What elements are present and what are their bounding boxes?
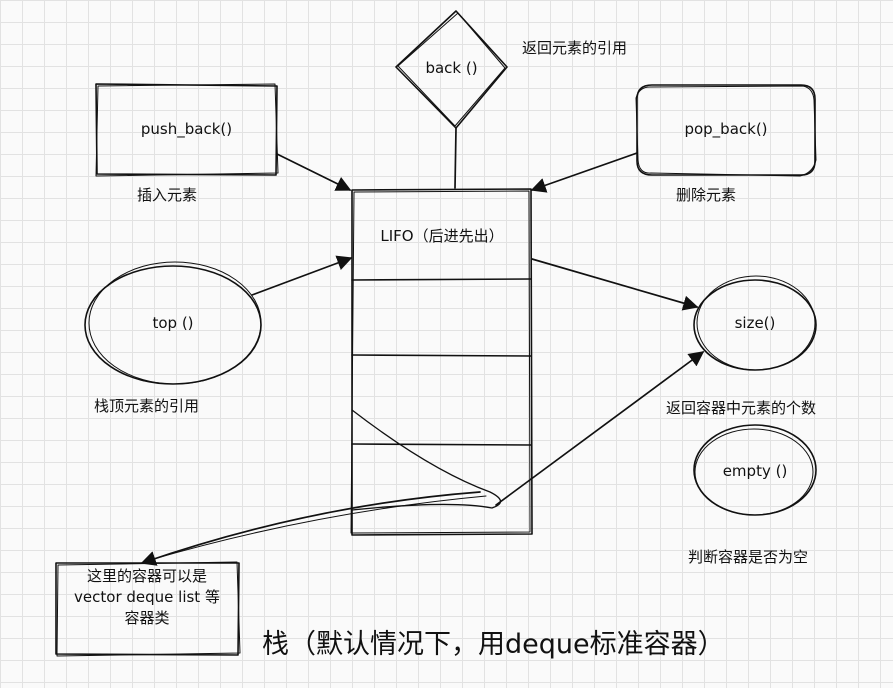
empty-label: empty () [722,462,788,480]
stack-divider-3 [351,443,532,446]
top-ellipse [84,261,262,385]
top-arrow [251,255,353,296]
container-note-line-2: vector deque list 等 [74,588,220,606]
container-note-line-3: 容器类 [124,609,170,627]
back-caption: 返回元素的引用 [522,39,628,57]
top-label: top () [152,314,194,332]
stack-divider-1 [351,278,532,281]
push-back-box [95,83,279,177]
stack-divider-2 [351,354,532,357]
stack-header: LIFO（后进先出） [380,227,504,245]
back-connector [454,127,457,189]
size-arrow-from-stack [531,258,699,311]
empty-ellipse [693,424,817,516]
size-ellipse [693,275,817,371]
size-label: size() [734,314,776,332]
back-label: back () [425,59,478,77]
stack-column [350,188,533,536]
container-note-box [55,561,241,657]
container-arrow [140,491,481,566]
push-back-label: push_back() [140,120,233,138]
top-caption: 栈顶元素的引用 [94,397,200,415]
size-arrow-from-container [495,351,705,506]
pop-back-box [635,84,817,177]
diagram-title: 栈（默认情况下，用deque标准容器） [262,629,725,660]
container-arrow-sketch [149,495,487,561]
push-back-arrow [276,153,352,191]
container-curve [351,409,502,511]
container-note-line-1: 这里的容器可以是 [86,567,207,585]
size-caption: 返回容器中元素的个数 [666,399,817,417]
empty-caption: 判断容器是否为空 [688,548,809,566]
pop-back-caption: 删除元素 [676,186,737,204]
pop-back-label: pop_back() [684,120,768,138]
push-back-caption: 插入元素 [137,186,198,204]
pop-back-arrow [530,152,638,193]
container-note: 这里的容器可以是 vector deque list 等 容器类 [58,566,236,629]
